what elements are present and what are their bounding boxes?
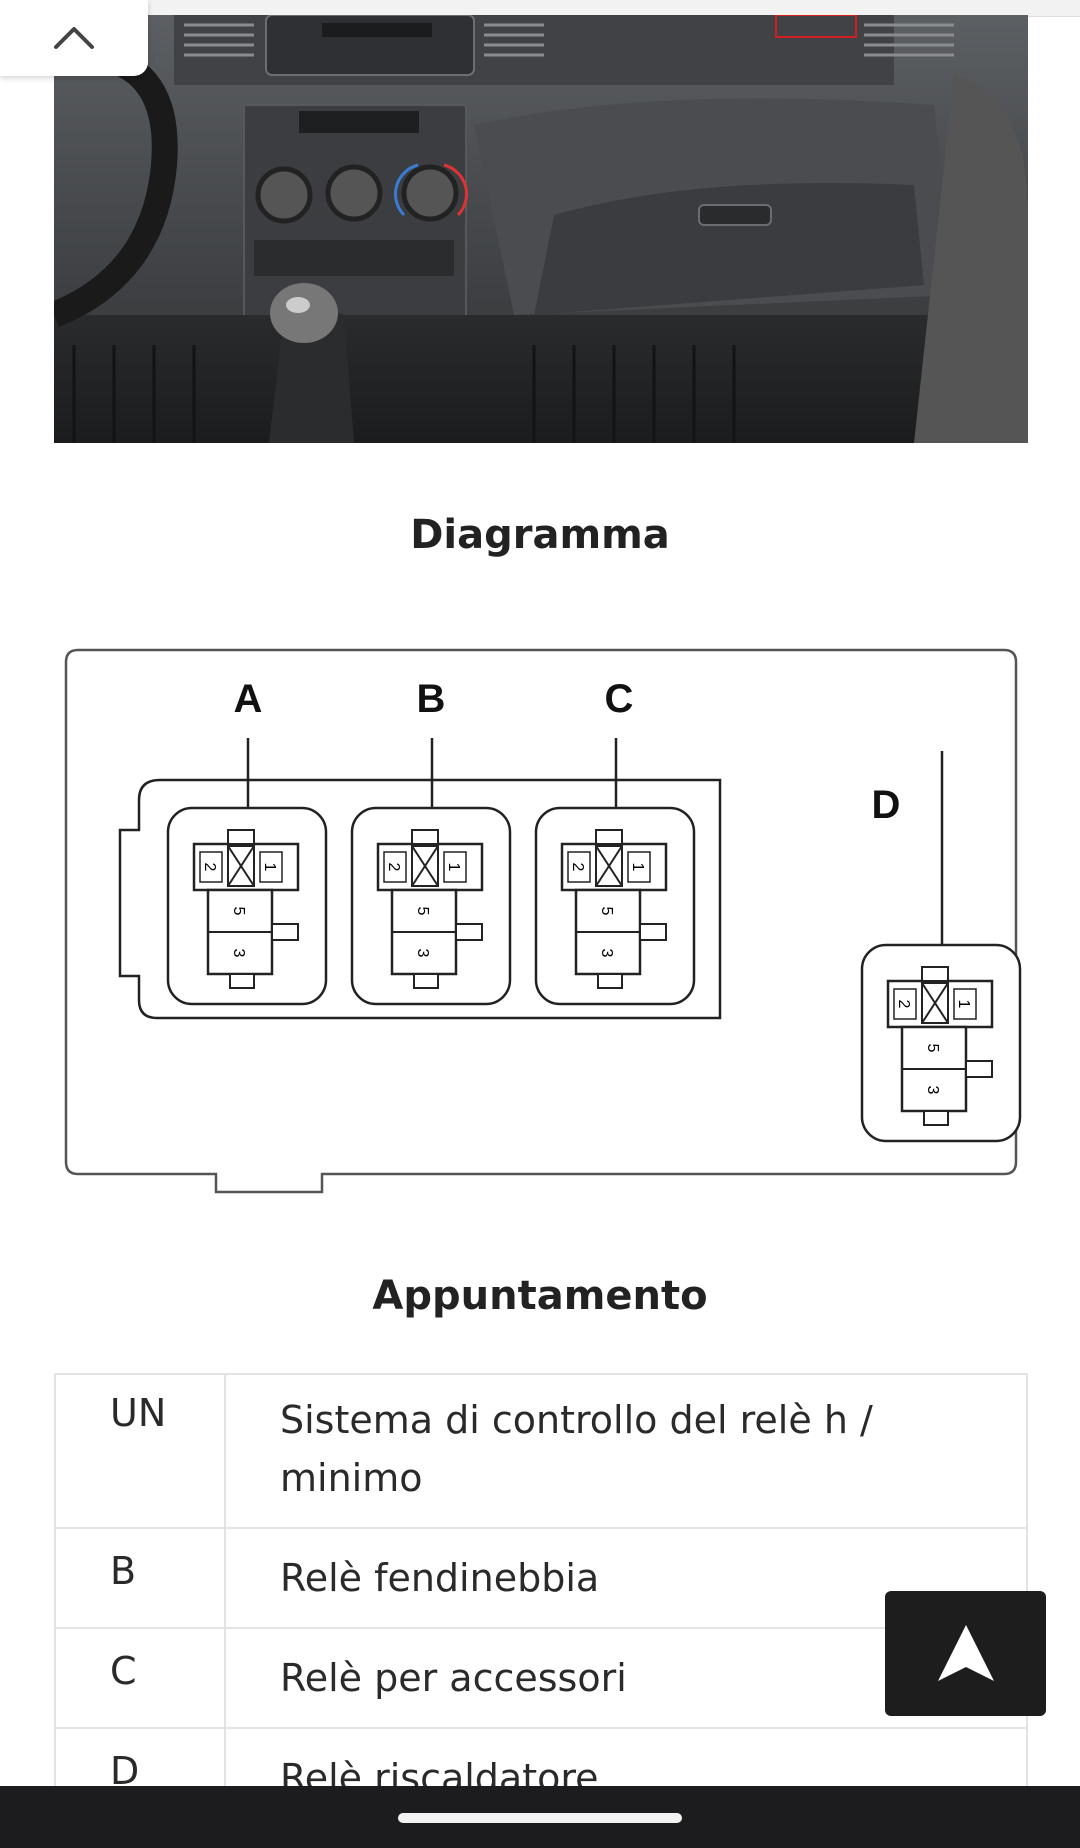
pin-label: 3 <box>230 949 247 958</box>
label-c: C <box>605 677 634 721</box>
pin-label: 5 <box>924 1044 941 1053</box>
relay-c: 2 1 5 3 <box>534 738 696 1006</box>
diagram-heading: Diagramma <box>410 512 670 558</box>
table-row: UN Sistema di controllo del relè h / min… <box>54 1373 1028 1529</box>
relay-description: Sistema di controllo del relè h / minimo <box>224 1373 1028 1529</box>
pin-label: 2 <box>569 863 586 872</box>
pin-label: 5 <box>414 907 431 916</box>
pin-label: 3 <box>924 1086 941 1095</box>
label-a: A <box>234 677 263 721</box>
relay-description: Relè per accessori <box>224 1627 1028 1729</box>
relay-d: 2 1 5 3 <box>860 751 1022 1143</box>
pin-label: 2 <box>201 863 218 872</box>
collapse-button[interactable] <box>0 0 148 76</box>
chevron-up-icon <box>54 27 94 49</box>
pin-label: 1 <box>629 863 646 872</box>
relay-b: 2 1 5 3 <box>350 738 512 1006</box>
pin-label: 3 <box>598 949 615 958</box>
pin-label: 2 <box>895 1000 912 1009</box>
pin-label: 3 <box>414 949 431 958</box>
scroll-to-top-button[interactable] <box>885 1591 1046 1716</box>
pin-label: 1 <box>955 1000 972 1009</box>
relay-description: Relè fendinebbia <box>224 1527 1028 1629</box>
relay-code: C <box>54 1627 226 1729</box>
home-indicator[interactable] <box>398 1813 682 1823</box>
arrow-up-icon <box>937 1624 994 1681</box>
label-d: D <box>872 783 901 827</box>
table-row: B Relè fendinebbia <box>54 1527 1028 1629</box>
pin-label: 5 <box>230 907 247 916</box>
legend-heading: Appuntamento <box>372 1273 708 1319</box>
relay-a: 2 1 5 3 <box>166 738 328 1006</box>
relay-diagram: 2 1 5 3 2 1 5 3 <box>54 620 1028 1200</box>
pin-label: 1 <box>445 863 462 872</box>
legend-table: UN Sistema di controllo del relè h / min… <box>54 1373 1028 1829</box>
dashboard-photo <box>54 15 1028 443</box>
table-row: C Relè per accessori <box>54 1627 1028 1729</box>
pin-label: 5 <box>598 907 615 916</box>
pin-label: 1 <box>261 863 278 872</box>
relay-code: B <box>54 1527 226 1629</box>
label-b: B <box>417 677 446 721</box>
relay-code: UN <box>54 1373 226 1529</box>
pin-label: 2 <box>385 863 402 872</box>
